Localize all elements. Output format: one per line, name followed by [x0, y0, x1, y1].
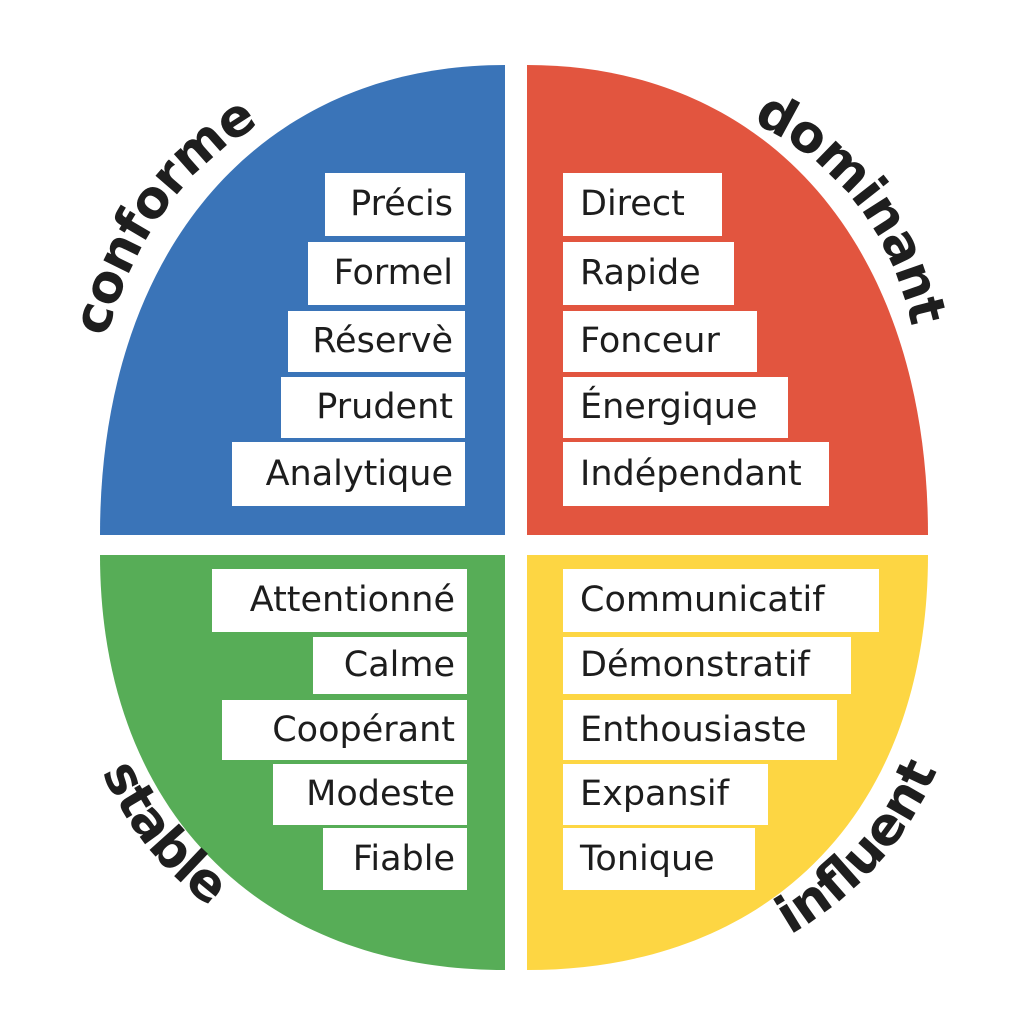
word-box: Énergique [563, 377, 788, 438]
word-box: Attentionné [212, 569, 467, 632]
word-box: Fonceur [563, 311, 757, 372]
word-box: Enthousiaste [563, 700, 837, 760]
word-box: Prudent [281, 377, 465, 438]
word-box: Démonstratif [563, 637, 851, 694]
word-box: Communicatif [563, 569, 879, 632]
word-box: Direct [563, 173, 722, 236]
word-box: Modeste [273, 764, 467, 825]
word-box: Réservè [288, 311, 465, 372]
word-box: Rapide [563, 242, 734, 305]
word-box: Coopérant [222, 700, 467, 760]
word-box: Calme [313, 637, 467, 694]
word-box: Formel [308, 242, 465, 305]
word-box: Précis [325, 173, 465, 236]
word-box: Analytique [232, 442, 465, 506]
word-box: Tonique [563, 828, 755, 890]
word-box: Fiable [323, 828, 467, 890]
word-box: Expansif [563, 764, 768, 825]
word-box: Indépendant [563, 442, 829, 506]
